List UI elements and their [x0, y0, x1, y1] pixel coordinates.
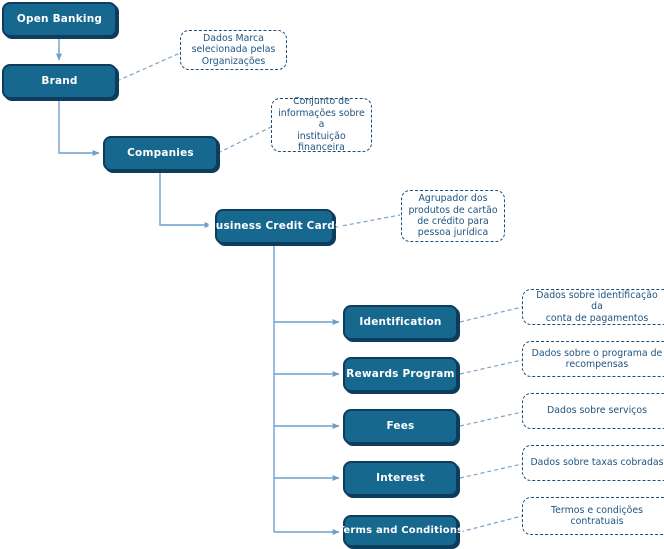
- callout-interest: Dados sobre taxas cobradas: [522, 445, 664, 481]
- edge-companies-to-business-credit-cards: [159, 171, 212, 228]
- leader-companies: [217, 126, 272, 154]
- node-label: Fees: [386, 420, 415, 433]
- node-interest[interactable]: Interest: [343, 461, 458, 496]
- node-business-credit-cards[interactable]: Business Credit Cards: [208, 209, 341, 244]
- leader-identification: [459, 306, 523, 323]
- leader-terms-and-conditions: [459, 515, 523, 533]
- node-label: Identification: [359, 316, 442, 329]
- node-label: Brand: [41, 75, 78, 88]
- callout-text: Dados sobre taxas cobradas: [530, 457, 664, 469]
- node-label: Open Banking: [16, 13, 103, 26]
- node-label: Business Credit Cards: [207, 220, 342, 233]
- callout-text: Dados sobre serviços: [547, 405, 647, 417]
- node-label: Companies: [127, 147, 194, 160]
- callout-fees: Dados sobre serviços: [522, 393, 664, 429]
- leader-business-credit-cards: [335, 214, 401, 228]
- node-brand[interactable]: Brand: [2, 64, 117, 99]
- node-terms-and-conditions[interactable]: Terms and Conditions: [338, 515, 463, 547]
- leader-fees: [459, 411, 523, 427]
- node-open-banking[interactable]: Open Banking: [2, 2, 117, 37]
- node-companies[interactable]: Companies: [103, 136, 218, 171]
- node-fees[interactable]: Fees: [343, 409, 458, 444]
- leader-brand: [116, 52, 181, 82]
- node-label: Terms and Conditions: [337, 525, 464, 537]
- edge-brand-to-companies: [58, 99, 100, 156]
- node-label: Interest: [376, 472, 425, 485]
- node-rewards-program[interactable]: Rewards Program: [343, 357, 458, 392]
- node-label: Rewards Program: [346, 368, 455, 381]
- node-identification[interactable]: Identification: [343, 305, 458, 340]
- leader-rewards-program: [459, 359, 523, 375]
- leader-interest: [459, 463, 523, 479]
